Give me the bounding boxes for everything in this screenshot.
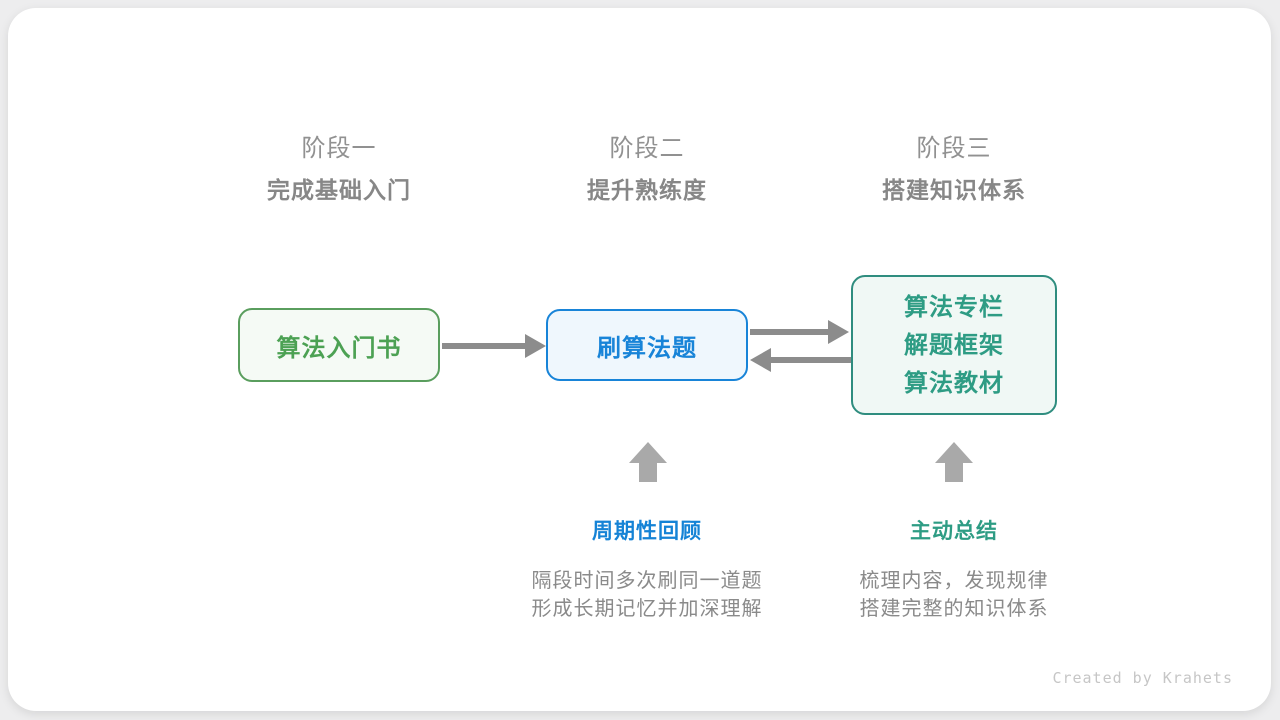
annotation-active-summary-desc-line-2: 搭建完整的知识体系 <box>859 596 1049 620</box>
annotation-active-summary-title: 主动总结 <box>910 519 998 543</box>
arrow-practice-to-resources-head-icon <box>828 320 849 344</box>
node-beginner-book: 算法入门书 <box>238 308 440 382</box>
annotation-periodic-review-title: 周期性回顾 <box>592 519 702 543</box>
stage-1-subtitle: 完成基础入门 <box>267 178 411 204</box>
up-arrow-review-stem <box>639 463 657 482</box>
arrow-book-to-practice-shaft <box>442 343 526 349</box>
annotation-periodic-review-desc-line-2: 形成长期记忆并加深理解 <box>531 596 763 620</box>
arrow-practice-to-resources-shaft <box>750 329 829 335</box>
diagram-card: 阶段一 完成基础入门 阶段二 提升熟练度 阶段三 搭建知识体系 算法入门书 刷算… <box>8 8 1271 711</box>
node-practice-problems-label: 刷算法题 <box>597 333 697 362</box>
annotation-periodic-review-desc: 隔段时间多次刷同一道题 形成长期记忆并加深理解 <box>487 566 807 622</box>
annotation-active-summary-desc-line-1: 梳理内容，发现规律 <box>859 568 1049 592</box>
node-resources-line-3: 算法教材 <box>904 369 1004 397</box>
arrow-resources-to-practice-shaft <box>771 357 851 363</box>
up-arrow-summary-stem <box>945 463 963 482</box>
node-knowledge-resources: 算法专栏 解题框架 算法教材 <box>851 275 1057 415</box>
stage-2-subtitle: 提升熟练度 <box>587 178 707 204</box>
stage-1-header: 阶段一 完成基础入门 <box>189 134 489 204</box>
node-resources-line-2: 解题框架 <box>904 331 1004 359</box>
arrow-resources-to-practice-head-icon <box>750 348 771 372</box>
up-arrow-review-icon <box>629 442 667 463</box>
arrow-book-to-practice-head-icon <box>525 334 546 358</box>
annotation-active-summary-desc: 梳理内容，发现规律 搭建完整的知识体系 <box>794 566 1114 622</box>
up-arrow-summary-icon <box>935 442 973 463</box>
stage-3-label: 阶段三 <box>916 134 992 162</box>
stage-2-label: 阶段二 <box>609 134 685 162</box>
annotation-active-summary: 主动总结 梳理内容，发现规律 搭建完整的知识体系 <box>794 518 1114 622</box>
node-resources-line-1: 算法专栏 <box>904 293 1004 321</box>
annotation-periodic-review: 周期性回顾 隔段时间多次刷同一道题 形成长期记忆并加深理解 <box>487 518 807 622</box>
stage-3-header: 阶段三 搭建知识体系 <box>804 134 1104 204</box>
node-practice-problems: 刷算法题 <box>546 309 748 381</box>
stage-3-subtitle: 搭建知识体系 <box>882 178 1026 204</box>
credit-text: Created by Krahets <box>1052 669 1233 687</box>
node-beginner-book-label: 算法入门书 <box>276 333 402 362</box>
stage-1-label: 阶段一 <box>301 134 377 162</box>
annotation-periodic-review-desc-line-1: 隔段时间多次刷同一道题 <box>531 568 763 592</box>
stage-2-header: 阶段二 提升熟练度 <box>497 134 797 204</box>
